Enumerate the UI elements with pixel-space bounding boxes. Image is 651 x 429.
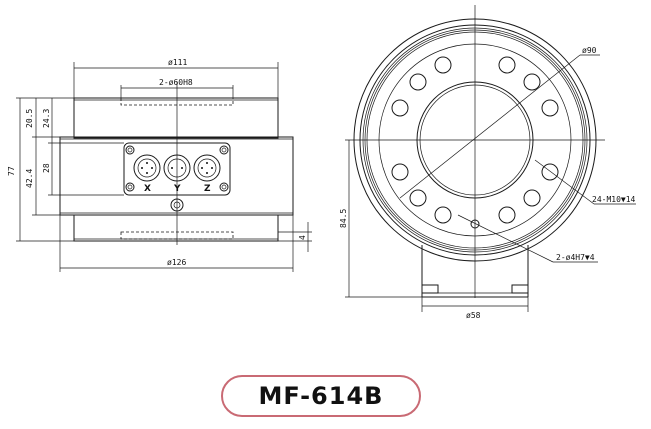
dim-base-width: ø58 [466,311,481,320]
dim-top-diameter: ø111 [168,58,187,67]
bolt-holes [391,56,559,229]
dim-top-height: 84.5 [339,209,348,228]
side-view: X Y Z ø111 2-ø60H8 ø126 77 20.5 24.3 [7,58,312,272]
dim-bottom-offset: 4 [298,235,307,240]
dim-bolt-circle: ø90 [582,46,597,55]
dim-bore: 2-ø60H8 [159,78,193,87]
connector-x [133,154,161,182]
dim-connector-height: 28 [42,163,51,173]
connector-label-x: X [144,184,151,194]
model-name-badge: MF-614B [221,375,421,417]
dim-body-height: 42.4 [25,169,34,188]
dim-upper-a: 20.5 [25,109,34,128]
dim-bottom-diameter: ø126 [167,258,186,267]
dim-total-height: 77 [7,166,16,176]
dim-holes: 24-M10▼14 [592,195,636,204]
top-view: ø90 24-M10▼14 2-ø4H7▼4 84.5 ø58 [339,5,636,320]
dim-pins: 2-ø4H7▼4 [556,253,595,262]
connector-label-z: Z [204,184,211,194]
model-name: MF-614B [258,382,384,410]
connector-z [193,154,221,182]
dim-upper-b: 24.3 [42,109,51,128]
